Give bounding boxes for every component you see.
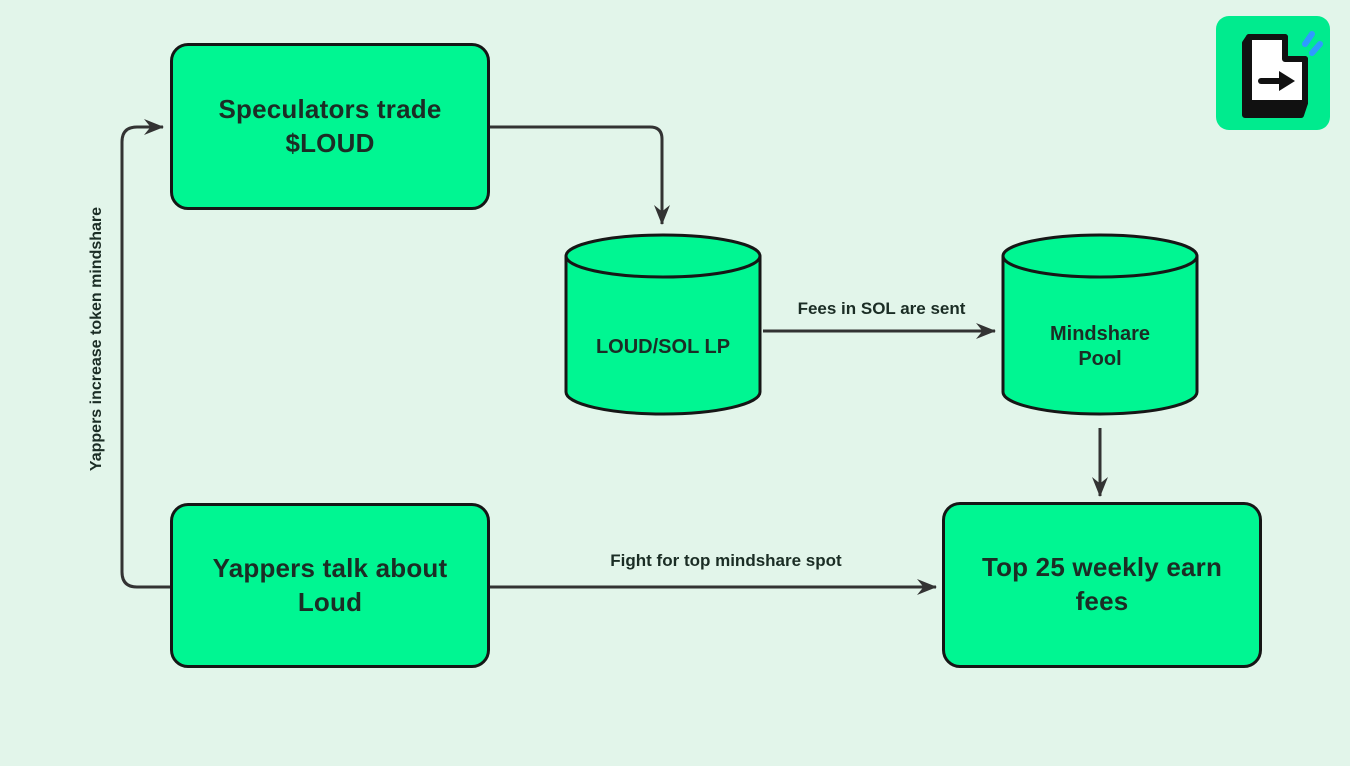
node-label: LOUD/SOL LP	[563, 276, 763, 418]
enter-key-icon	[1242, 31, 1323, 118]
cylinder-shape	[564, 233, 762, 416]
edge-label-yappers-increase-mindshare: Yappers increase token mindshare	[88, 206, 105, 472]
enter-key-logo	[1216, 16, 1330, 130]
edge-speculators-to-loudsol	[490, 125, 670, 225]
node-top25-weekly-earn-fees: Top 25 weekly earn fees	[942, 502, 1262, 668]
node-label: Top 25 weekly earn fees	[981, 552, 1223, 616]
cylinder-shape	[1001, 233, 1199, 416]
node-mindshare-pool-cylinder: Mindshare Pool	[1000, 232, 1200, 428]
node-yappers-talk-about-loud: Yappers talk about Loud	[170, 503, 490, 668]
edge-yappers-to-speculators	[120, 119, 170, 589]
node-label: Speculators trade $LOUD	[218, 93, 442, 158]
node-label-text: LOUD/SOL LP	[595, 335, 731, 358]
edge-label-fight-for-mindshare: Fight for top mindshare spot	[610, 551, 842, 570]
node-label-text: Mindshare Pool	[1049, 323, 1151, 370]
node-speculators-trade-loud: Speculators trade $LOUD	[170, 43, 490, 210]
node-label: Yappers talk about Loud	[212, 552, 448, 617]
node-loud-sol-lp-cylinder: LOUD/SOL LP	[563, 232, 763, 428]
edge-label-fees-in-sol: Fees in SOL are sent	[797, 299, 966, 318]
node-label: Mindshare Pool	[1000, 276, 1200, 418]
